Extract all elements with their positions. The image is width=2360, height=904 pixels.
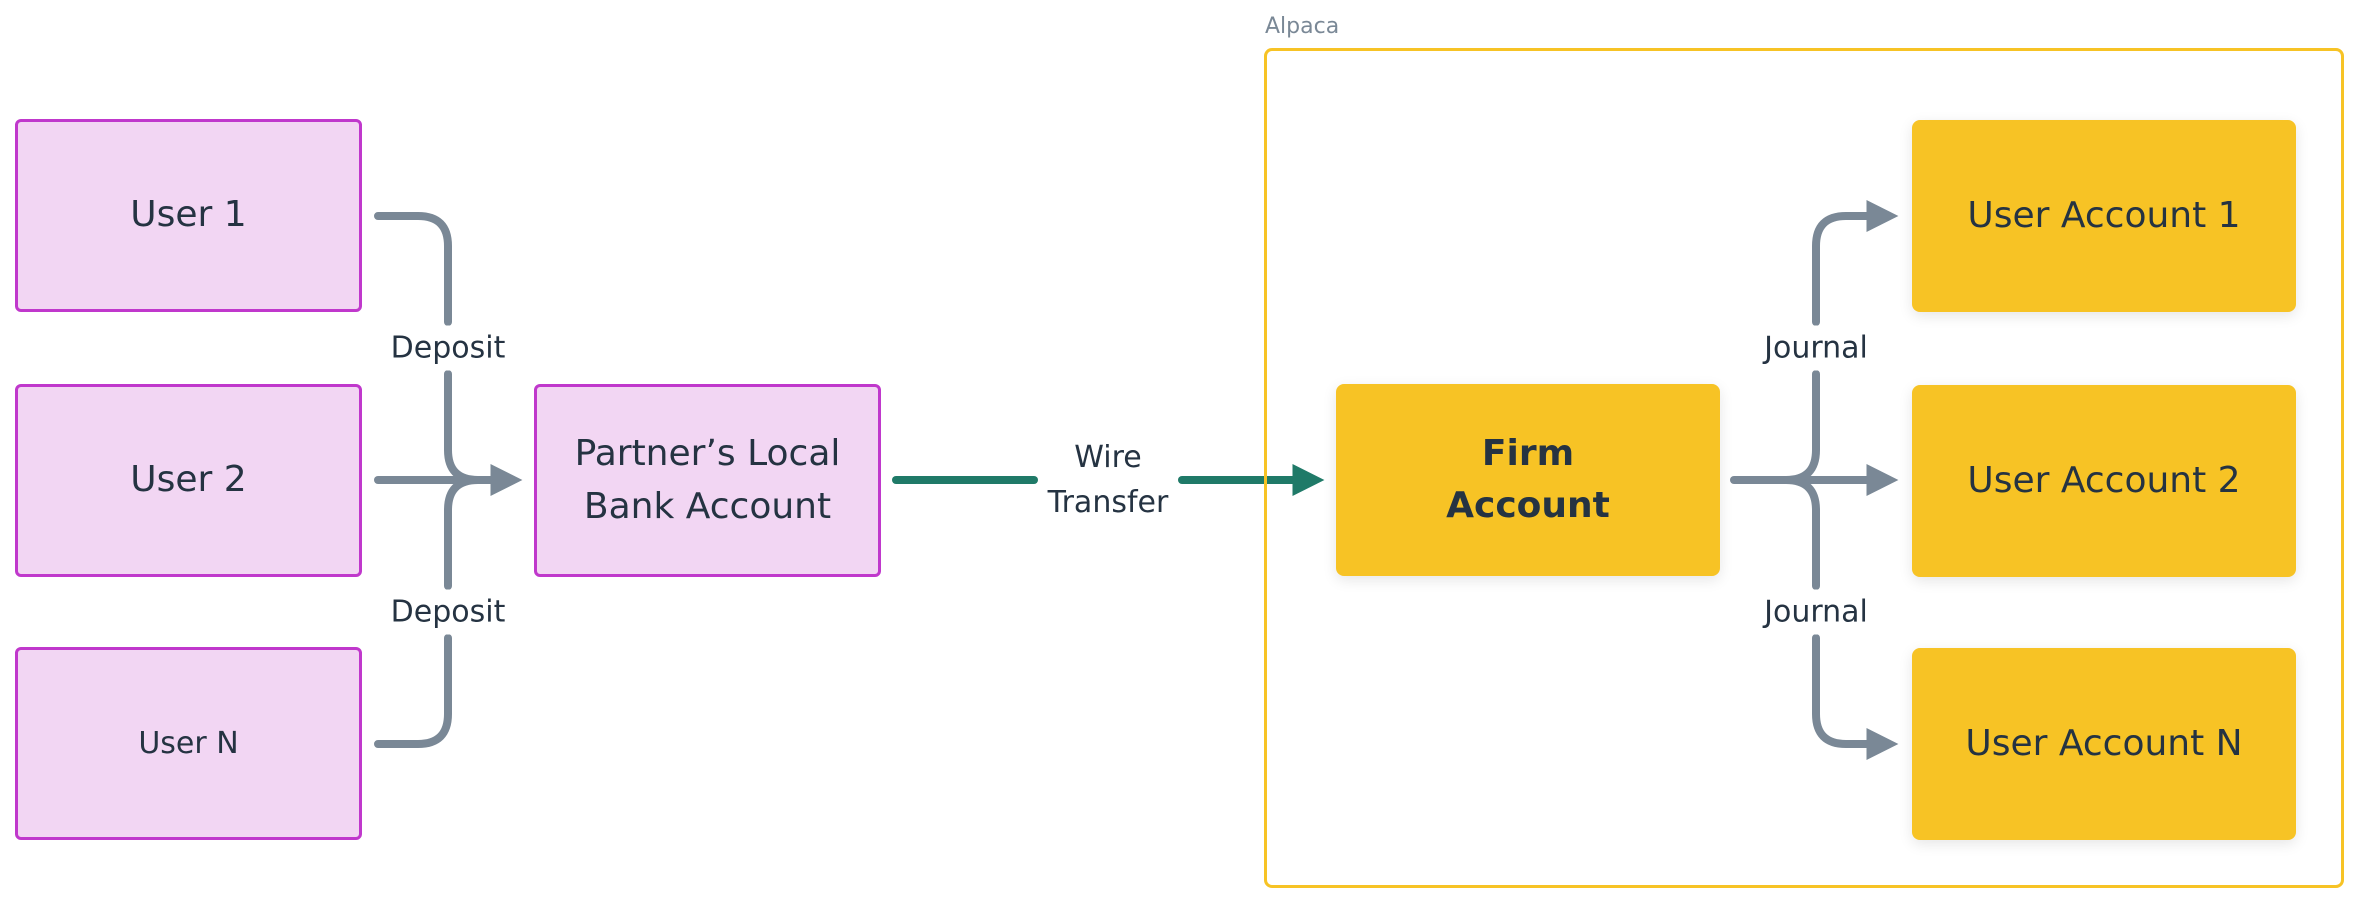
user-1-node[interactable]: User 1 [15,119,362,312]
user-2-node[interactable]: User 2 [15,384,362,577]
edge-journal-bottom-upper [1782,476,1820,590]
edge-label-deposit-bottom: Deposit [390,589,506,635]
group-title-alpaca: Alpaca [1265,14,1340,39]
user-account-n-node[interactable]: User Account N [1912,648,2296,840]
user-account-1-label: User Account 1 [1967,194,2241,236]
edge-journal-ua1 [1812,200,1899,326]
user-account-n-label: User Account N [1965,722,2243,764]
edge-deposit-top-lower [444,370,482,484]
edge-label-journal-bottom: Journal [1764,589,1868,635]
user-account-1-node[interactable]: User Account 1 [1912,120,2296,312]
edge-label-journal-top: Journal [1764,325,1868,371]
edge-journal-uan [1812,634,1899,760]
partner-bank-label-line2: Bank Account [583,485,832,527]
edge-label-wire-transfer: Wire Transfer [1047,435,1169,525]
user-1-label: User 1 [130,194,247,236]
user-2-label: User 2 [130,459,247,501]
wire-label-line1: Wire [1074,440,1142,475]
user-n-node[interactable]: User N [15,647,362,840]
user-account-2-node[interactable]: User Account 2 [1912,385,2296,577]
edge-deposit-bottom-upper [444,476,482,590]
edge-usern-deposit [374,634,452,748]
wire-label-line2: Transfer [1047,485,1169,520]
user-n-label: User N [138,725,239,761]
partner-bank-label-line1: Partner’s Local [574,433,841,475]
edge-label-deposit-top: Deposit [390,325,506,371]
firm-account-label-line2: Account [1446,485,1610,526]
firm-account-node[interactable]: Firm Account [1336,384,1720,576]
firm-account-label-line1: Firm [1481,432,1575,474]
edge-user1-deposit [374,212,452,326]
partner-bank-node[interactable]: Partner’s Local Bank Account [534,384,881,577]
alpaca-group [1264,48,2344,888]
user-account-2-label: User Account 2 [1967,459,2241,501]
